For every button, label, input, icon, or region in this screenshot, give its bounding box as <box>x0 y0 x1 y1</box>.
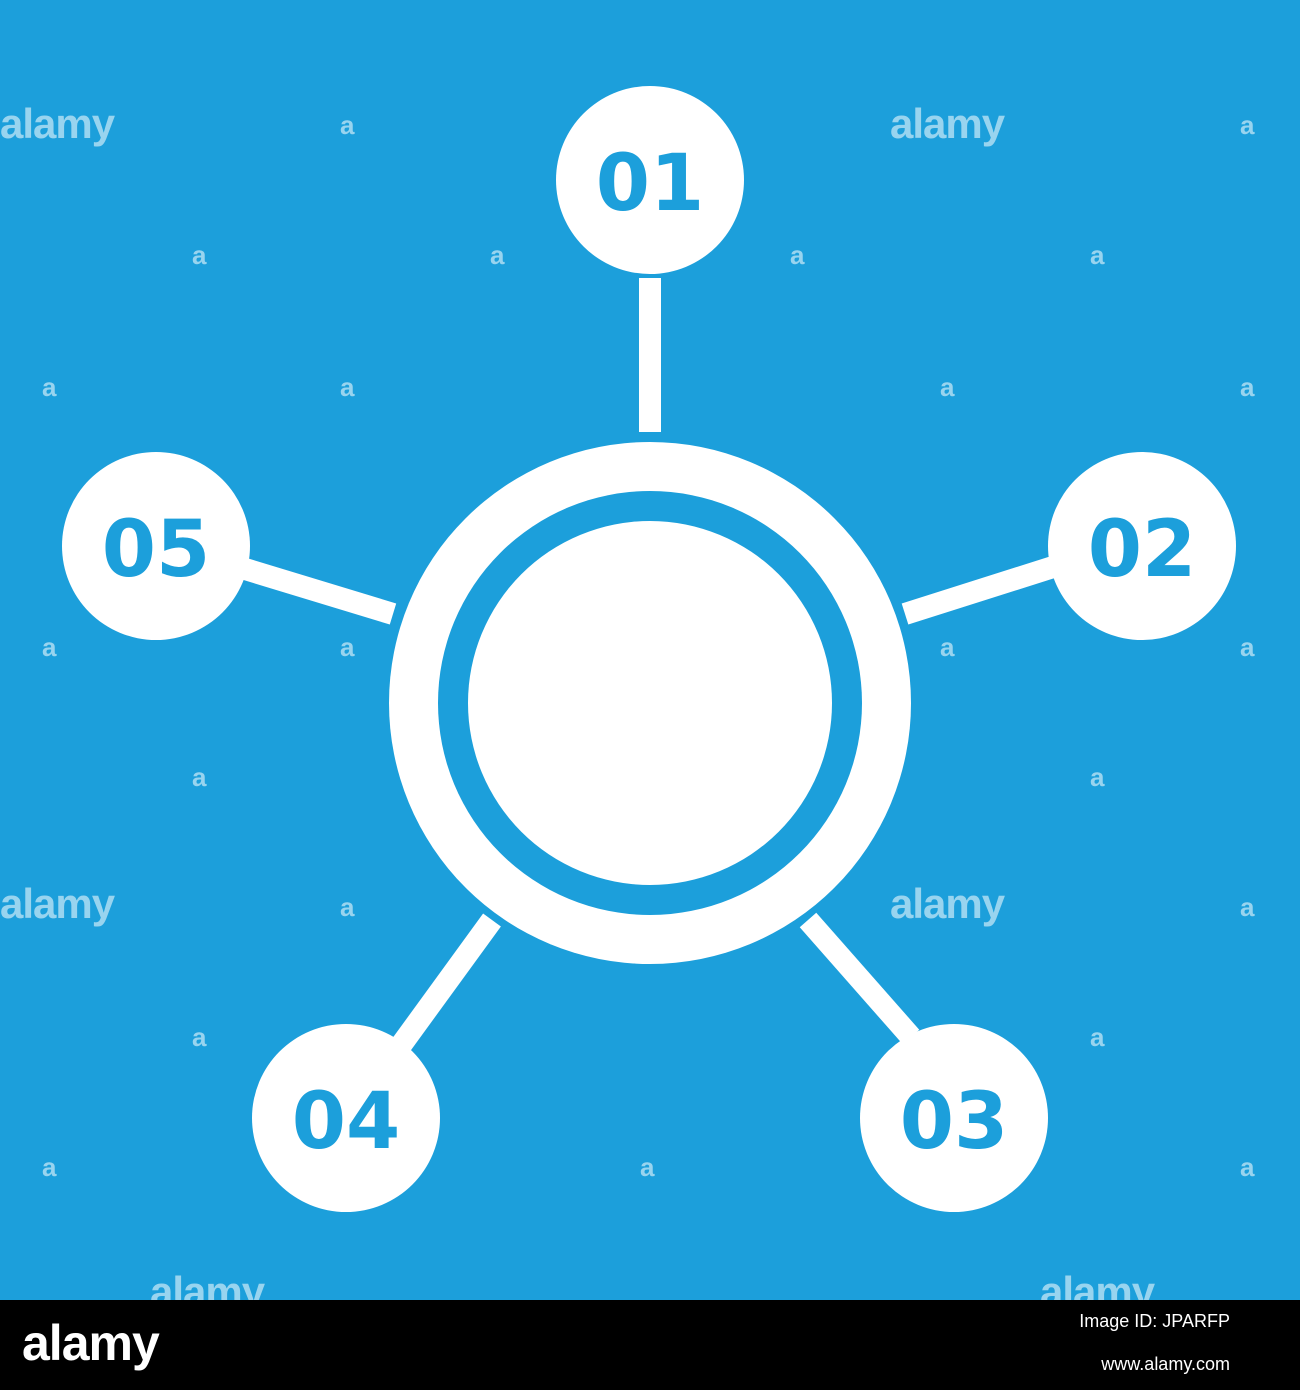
watermark-letter: a <box>1240 110 1255 140</box>
watermark-letter: a <box>42 372 57 402</box>
watermark-word: alamy <box>890 100 1005 147</box>
node-02: 02 <box>1048 452 1236 640</box>
watermark-letter: a <box>42 632 57 662</box>
watermark-word: alamy <box>0 100 115 147</box>
node-05-label: 05 <box>102 505 211 595</box>
watermark-letter: a <box>340 632 355 662</box>
node-03: 03 <box>860 1024 1048 1212</box>
watermark-letter: a <box>1240 632 1255 662</box>
watermark-word: alamy <box>0 880 115 927</box>
watermark-word: alamy <box>890 880 1005 927</box>
watermark-letter: a <box>1240 372 1255 402</box>
node-02-label: 02 <box>1088 505 1197 595</box>
node-05-circle <box>62 452 250 640</box>
watermark-letter: a <box>1240 1152 1255 1182</box>
watermark-letter: a <box>192 762 207 792</box>
watermark-letter: a <box>192 240 207 270</box>
watermark-letter: a <box>192 1022 207 1052</box>
watermark-letter: a <box>340 110 355 140</box>
footer-image-id: Image ID: JPARFP <box>1079 1311 1230 1331</box>
watermark-letter: a <box>1090 1022 1105 1052</box>
watermark-letter: a <box>340 372 355 402</box>
footer-bar: alamy Image ID: JPARFP www.alamy.com <box>0 1300 1300 1390</box>
node-01-circle <box>556 86 744 274</box>
watermark-letter: a <box>790 240 805 270</box>
watermark-letter: a <box>340 892 355 922</box>
spoke-05 <box>228 554 397 625</box>
node-03-label: 03 <box>900 1077 1009 1167</box>
watermark-letter: a <box>1090 240 1105 270</box>
center-disc <box>468 521 832 885</box>
node-05: 05 <box>62 452 250 640</box>
center-hub <box>389 442 911 964</box>
node-01: 01 <box>556 86 744 274</box>
watermark-letter: a <box>42 1152 57 1182</box>
node-04-circle <box>252 1024 440 1212</box>
node-01-label: 01 <box>596 139 705 229</box>
watermark-letter: a <box>1240 892 1255 922</box>
watermark-letter: a <box>940 632 955 662</box>
spoke-02 <box>901 550 1076 625</box>
watermark-letter: a <box>640 1152 655 1182</box>
watermark-word: alamy <box>1040 1268 1155 1300</box>
watermark-letter: a <box>1090 762 1105 792</box>
node-03-circle <box>860 1024 1048 1212</box>
node-04: 04 <box>252 1024 440 1212</box>
watermark-word: alamy <box>150 1268 265 1300</box>
node-04-label: 04 <box>292 1077 401 1167</box>
spoke-03 <box>799 912 920 1045</box>
watermark-letter: a <box>940 372 955 402</box>
node-02-circle <box>1048 452 1236 640</box>
hub-diagram: 01 02 03 04 05 <box>62 86 1236 1212</box>
watermark-letter: a <box>490 240 505 270</box>
footer-logo[interactable]: alamy <box>22 1315 160 1371</box>
spoke-04 <box>387 913 501 1059</box>
diagram-canvas: 01 02 03 04 05 alamy alamy alamy alamy a… <box>0 0 1300 1300</box>
footer-url[interactable]: www.alamy.com <box>1101 1354 1230 1374</box>
